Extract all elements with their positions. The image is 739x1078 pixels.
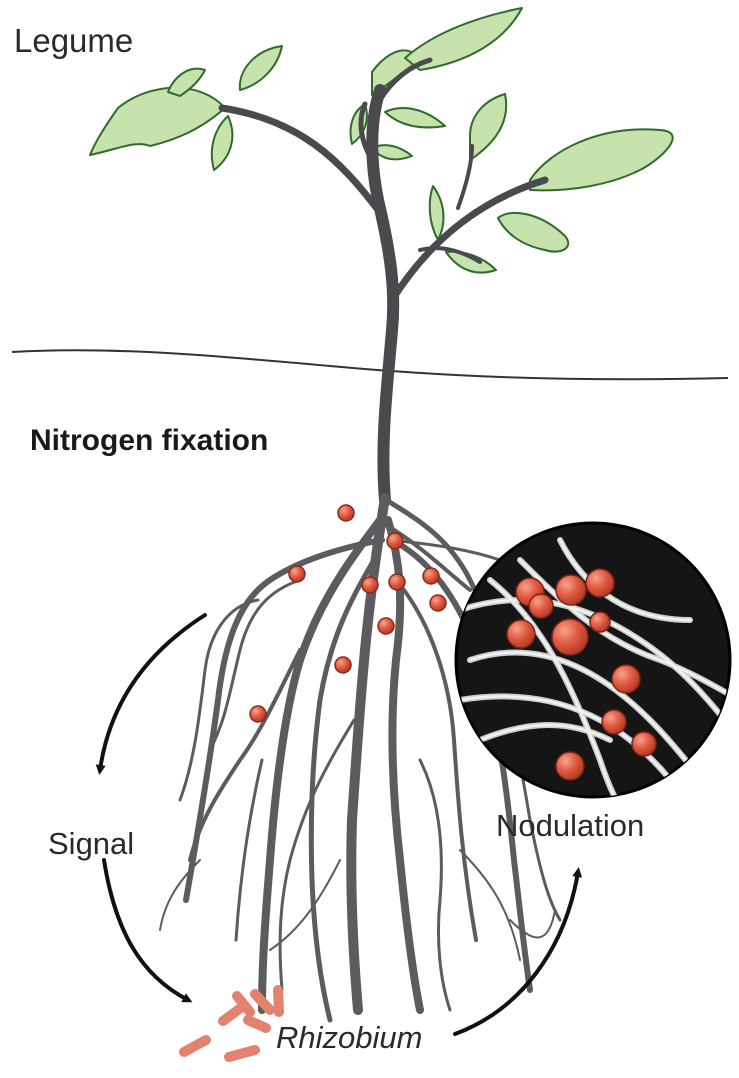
leaf xyxy=(470,94,506,160)
rhizobium-label: Rhizobium xyxy=(276,1020,422,1056)
leaf xyxy=(385,108,445,127)
bacterium xyxy=(248,1020,266,1028)
nodule xyxy=(507,620,535,648)
nodulation-label: Nodulation xyxy=(496,808,644,844)
bacterium xyxy=(278,990,279,1012)
nodule xyxy=(338,505,354,521)
nodule xyxy=(423,568,439,584)
leaf xyxy=(446,252,496,273)
nodule xyxy=(335,657,351,673)
arrow-to-signal xyxy=(100,615,205,770)
nodule xyxy=(632,732,656,756)
nodule xyxy=(378,618,394,634)
nodule xyxy=(612,665,640,693)
leaf xyxy=(498,213,568,252)
nitrogen-fixation-title: Nitrogen fixation xyxy=(30,424,268,458)
nodule xyxy=(556,575,586,605)
soil-line xyxy=(12,350,728,379)
leaf xyxy=(90,88,225,155)
nodule xyxy=(389,574,405,590)
leaf xyxy=(530,129,673,190)
bacterium xyxy=(184,1040,206,1052)
nodulation-inset xyxy=(456,523,739,820)
nodule xyxy=(556,752,584,780)
bacterium xyxy=(255,994,270,1010)
signal-label: Signal xyxy=(48,826,134,862)
bacterium xyxy=(229,1050,255,1057)
nodule xyxy=(552,619,588,655)
nodule xyxy=(387,533,403,549)
nodule xyxy=(590,612,610,632)
legume-label: Legume xyxy=(14,22,133,60)
leaf xyxy=(430,186,444,240)
nodule xyxy=(586,569,614,597)
nodule xyxy=(529,594,553,618)
nodule xyxy=(250,706,266,722)
nodule xyxy=(430,595,446,611)
rhizobium-bacteria xyxy=(184,990,279,1057)
arrow-to-rhizobium xyxy=(104,860,188,1000)
nodule xyxy=(289,566,305,582)
leaf xyxy=(240,46,282,90)
nodule xyxy=(602,710,626,734)
leaf xyxy=(212,116,233,170)
bacterium xyxy=(223,1007,242,1021)
nodule xyxy=(362,577,378,593)
